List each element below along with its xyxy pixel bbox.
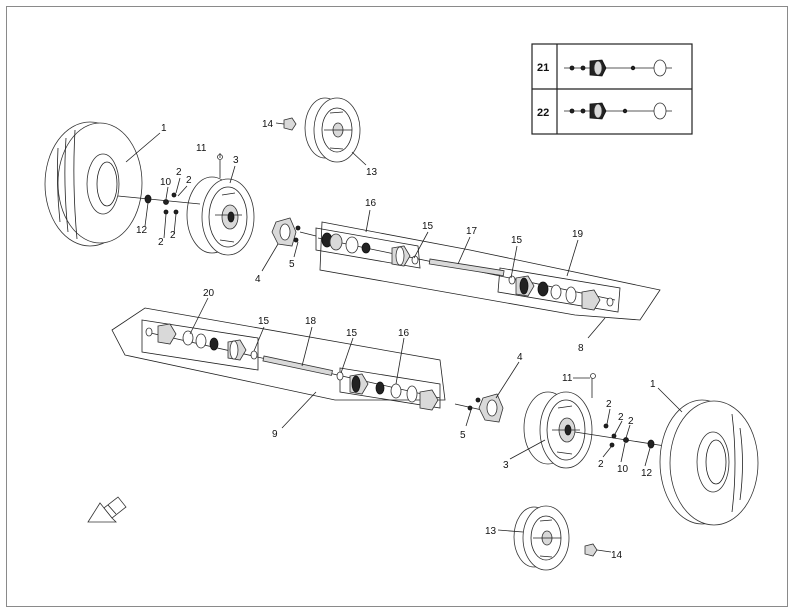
callout-2-lower-d: 2 [598, 459, 604, 470]
callout-16-upper: 16 [365, 198, 377, 209]
callout-8: 8 [578, 343, 584, 354]
callout-20: 20 [203, 288, 215, 299]
callout-2-lower-a: 2 [606, 399, 612, 410]
callout-2-lower-c: 2 [628, 416, 634, 427]
callout-19: 19 [572, 229, 584, 240]
callout-13-lower: 13 [485, 526, 497, 537]
callout-1-upper: 1 [161, 123, 167, 134]
callout-9: 9 [272, 429, 278, 440]
callout-2-upper-a: 2 [176, 167, 182, 178]
callout-14-upper: 14 [262, 119, 274, 130]
spare-wheel-upper [283, 97, 361, 163]
callout-12-upper: 12 [136, 225, 148, 236]
inset-row-22-shaft-icon [564, 102, 672, 120]
callout-11-lower: 11 [562, 373, 573, 384]
callout-15-upper-a: 15 [422, 221, 434, 232]
inset-row-21-shaft-icon [564, 59, 672, 77]
callout-13-upper: 13 [366, 167, 378, 178]
callout-3-upper: 3 [233, 155, 239, 166]
small-parts-lower-right [574, 373, 666, 449]
callout-5-lower: 5 [460, 430, 466, 441]
rim-upper-left [186, 176, 255, 256]
callout-11-upper: 11 [196, 143, 207, 154]
callout-12-lower: 12 [641, 468, 653, 479]
leader-lines [125, 122, 683, 553]
callout-15-upper-b: 15 [511, 235, 523, 246]
inset-table: 21 22 [531, 43, 693, 135]
inset-row-22-number: 22 [537, 107, 549, 119]
callout-2-upper-b: 2 [186, 175, 192, 186]
tire-upper-left [44, 121, 143, 247]
callout-4-lower: 4 [517, 352, 523, 363]
callout-14-lower: 14 [611, 550, 623, 561]
callout-2-lower-b: 2 [618, 412, 624, 423]
inset-row-21-number: 21 [537, 62, 549, 74]
callout-10-lower: 10 [617, 464, 629, 475]
callout-3-lower: 3 [503, 460, 509, 471]
front-direction-arrow-icon [87, 496, 127, 523]
hub-upper-left [271, 217, 317, 247]
callout-1-lower: 1 [650, 379, 656, 390]
axle-assembly-lower [111, 307, 446, 411]
callout-10-upper: 10 [160, 177, 172, 188]
axle-assembly-upper [315, 221, 661, 321]
callout-2-upper-d: 2 [170, 230, 176, 241]
hub-lower-right [454, 393, 504, 423]
callout-numbers: 1 11 3 10 2 2 12 2 2 4 5 14 13 16 15 17 … [136, 119, 656, 561]
tire-lower-right [659, 399, 759, 526]
rim-lower-right [523, 391, 593, 469]
callout-5-upper: 5 [289, 259, 295, 270]
callout-2-upper-c: 2 [158, 237, 164, 248]
callout-4-upper: 4 [255, 274, 261, 285]
callout-18: 18 [305, 316, 317, 327]
callout-16-lower: 16 [398, 328, 410, 339]
spare-wheel-lower [513, 505, 598, 571]
callout-15-lower-b: 15 [346, 328, 358, 339]
callout-15-lower-a: 15 [258, 316, 270, 327]
callout-17: 17 [466, 226, 478, 237]
